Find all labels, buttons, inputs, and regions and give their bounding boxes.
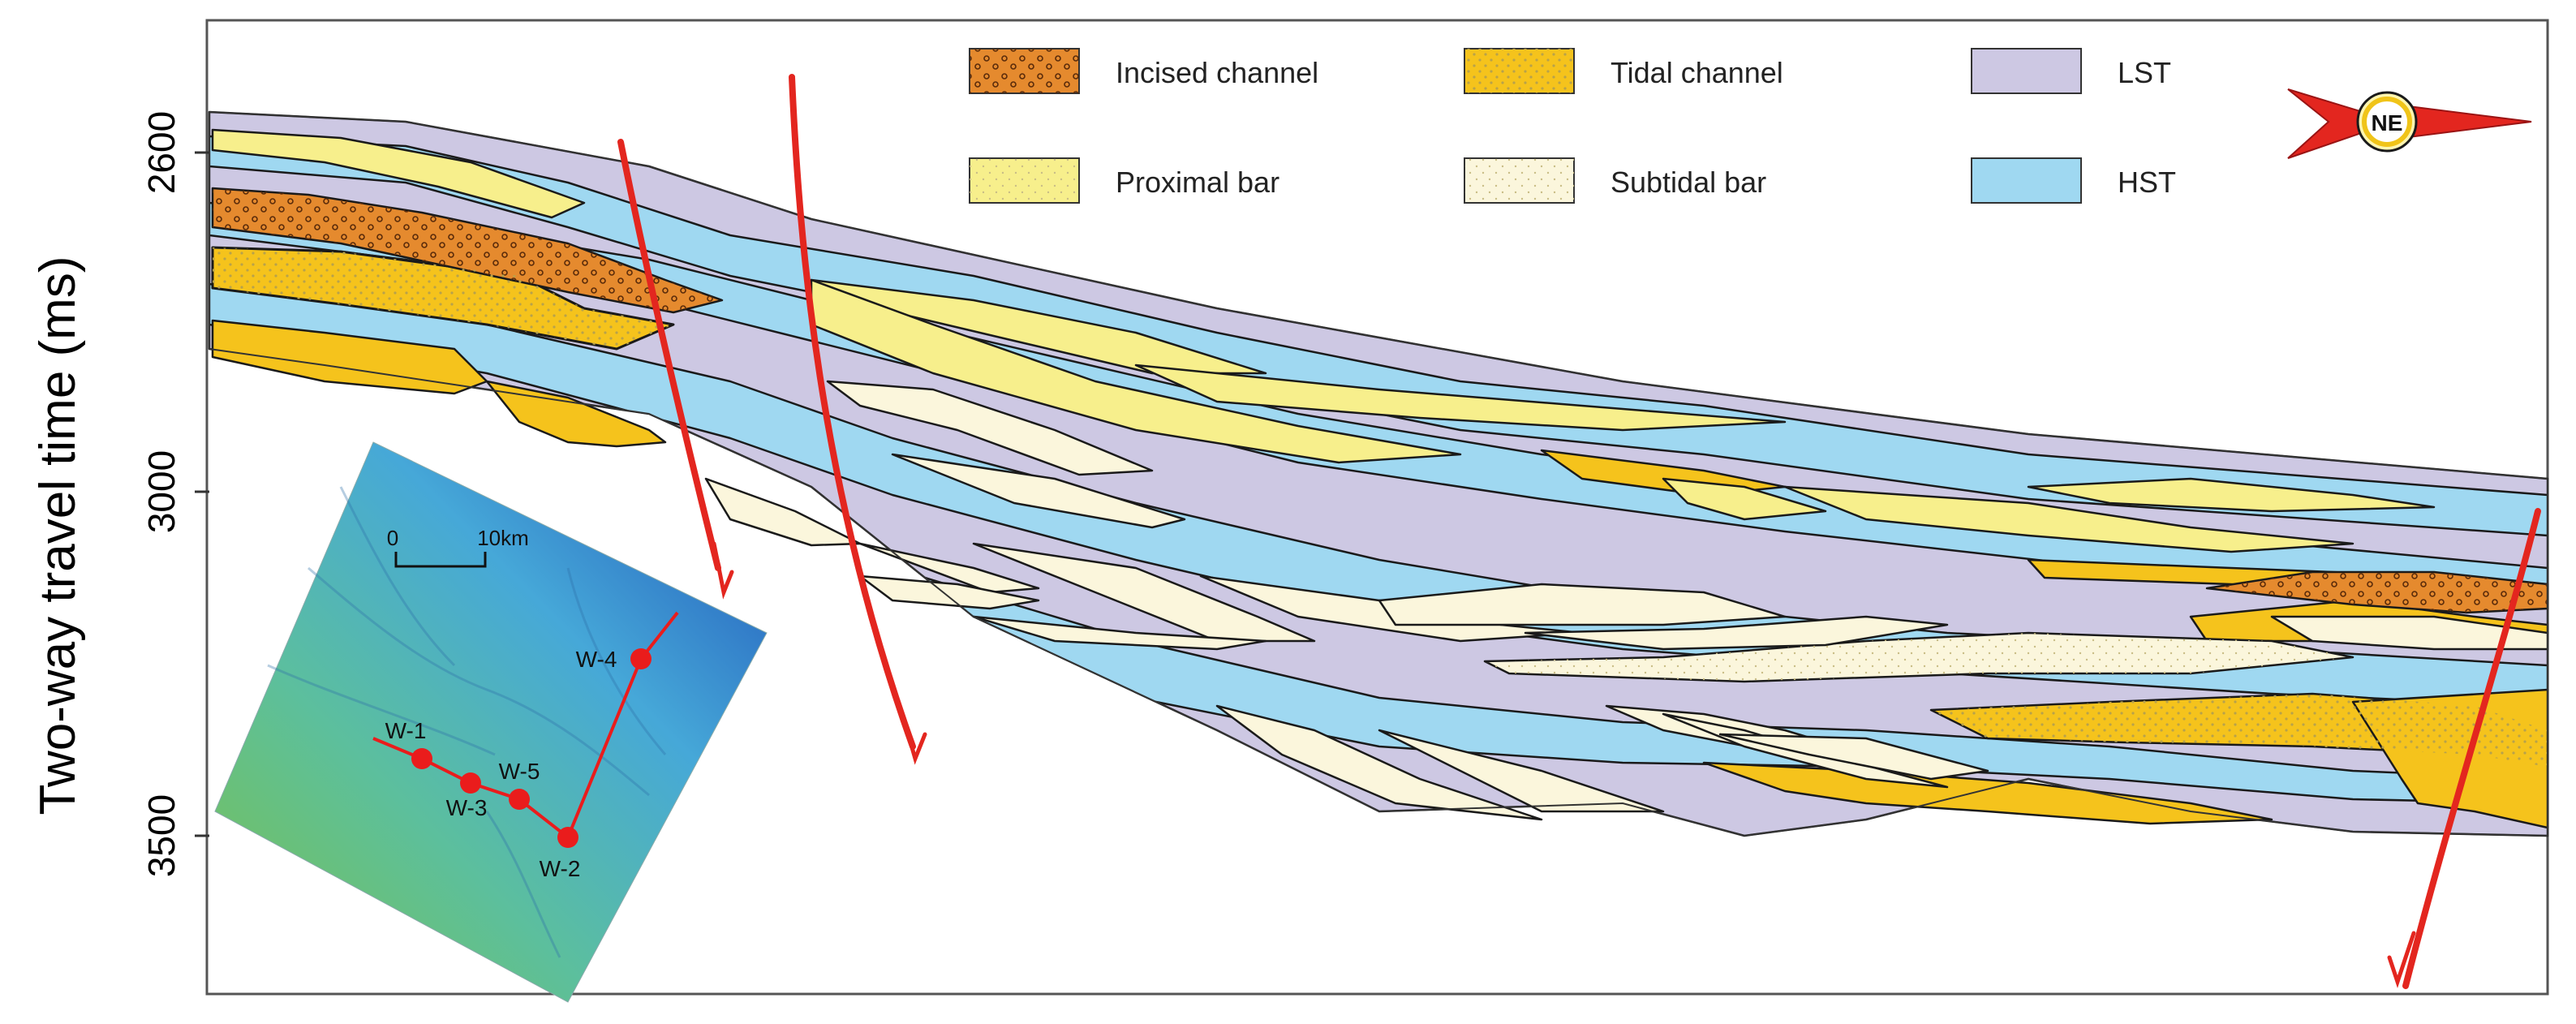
subtidal-bar (1524, 615, 1949, 651)
subtidal-bar (891, 453, 1186, 529)
scale-bar (394, 552, 487, 568)
hst-band-3 (209, 282, 2548, 708)
subtidal-bar (858, 542, 1040, 594)
proximal-bar (1662, 477, 1827, 521)
subtidal-bar (972, 615, 1267, 651)
well-marker-w4 (630, 648, 652, 669)
y-tick-2600: 2600 (140, 111, 183, 194)
legend-label: Proximal bar (1116, 166, 1279, 199)
subtidal-bar (704, 477, 862, 547)
legend-label: Incised channel (1116, 56, 1318, 89)
subtidal-bar (826, 380, 1154, 476)
proximal-bar (1783, 485, 2355, 553)
well-marker-w2 (557, 827, 578, 848)
legend-label: Subtidal bar (1611, 166, 1766, 199)
proximal-bar (810, 278, 1462, 464)
incised-channel-pattern (2207, 572, 2548, 613)
subtidal-bar (1378, 583, 1787, 626)
north-arrow-icon: NE (2287, 88, 2532, 159)
inset-map: 0 10km W-1 W-3 W-5 W-2 W-4 (214, 441, 768, 1003)
proximal-bar (1134, 364, 1787, 432)
legend-item-subtidal-bar: Subtidal bar (1464, 157, 1766, 204)
incised-channel-pattern (213, 188, 722, 312)
y-tick-3500: 3500 (140, 794, 183, 877)
fault-arrow (712, 541, 734, 600)
scale-start: 0 (387, 526, 398, 550)
legend-label: Tidal channel (1611, 56, 1783, 89)
well-marker-w3 (460, 772, 481, 794)
legend-item-hst: HST (1971, 157, 2176, 204)
well-marker-w1 (411, 748, 432, 769)
cross-section (208, 110, 2549, 837)
fault-arrow (2387, 931, 2416, 988)
fault-line (617, 139, 721, 571)
legend-label: HST (2118, 166, 2176, 199)
legend-label: LST (2118, 56, 2171, 89)
legend-item-proximal-bar: Proximal bar (969, 157, 1279, 204)
faults (617, 74, 2541, 989)
section-outline (209, 111, 2548, 837)
proximal-bar (2027, 477, 2436, 513)
subtidal-bar (1215, 704, 1543, 821)
subtidal-bar (1718, 733, 1989, 781)
well-marker-w5 (509, 789, 530, 810)
legend-item-incised-channel: Incised channel (969, 48, 1318, 94)
y-tick-3000: 3000 (140, 450, 183, 533)
y-axis-title: Two-way travel time (ms) (30, 256, 86, 815)
compass-label: NE (2372, 110, 2403, 136)
scale-end: 10km (477, 526, 529, 550)
subtidal-bar (1378, 729, 1665, 813)
proximal-bar (211, 128, 586, 219)
legend-item-lst: LST (1971, 48, 2171, 94)
subtidal-bar (972, 542, 1316, 643)
well-label-w2: W-2 (540, 856, 581, 881)
well-label-w5: W-5 (499, 759, 540, 784)
legend-item-tidal-channel: Tidal channel (1464, 48, 1783, 94)
well-label-w4: W-4 (576, 647, 617, 672)
well-label-w1: W-1 (385, 718, 427, 743)
legend: Incised channel Tidal channel LST Proxim… (969, 48, 2176, 204)
fault-arrow (902, 720, 927, 765)
fault-line (789, 74, 916, 750)
well-label-w3: W-3 (446, 795, 488, 820)
subtidal-bar (858, 574, 1040, 610)
y-axis (195, 151, 209, 837)
fault-line (2402, 508, 2541, 989)
